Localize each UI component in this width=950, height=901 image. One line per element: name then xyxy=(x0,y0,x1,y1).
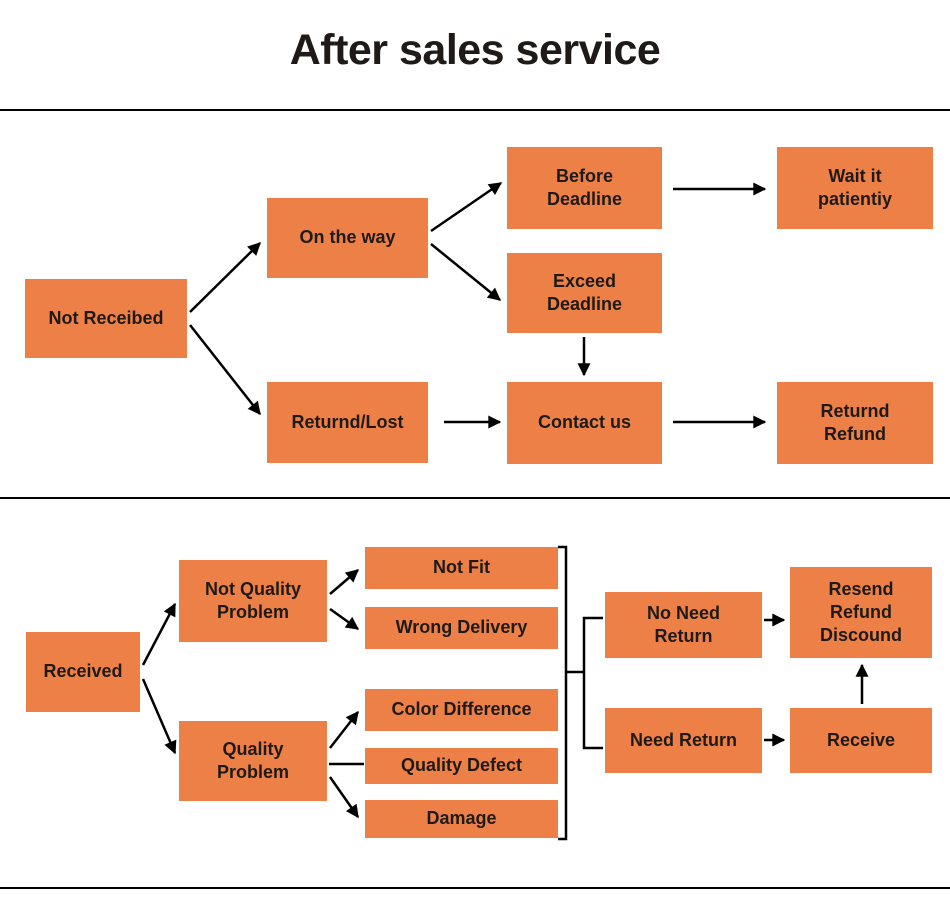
arrow-qp-to-color-difference xyxy=(329,710,359,749)
arrow-not-received-to-on-the-way xyxy=(189,242,261,313)
node-resend-refund-discount: Resend Refund Discound xyxy=(790,567,932,658)
node-wrong-delivery: Wrong Delivery xyxy=(365,607,558,649)
arrow-received-to-not-quality-problem xyxy=(141,602,177,666)
node-receive: Receive xyxy=(790,708,932,773)
node-return-refund: Returnd Refund xyxy=(777,382,933,464)
arrow-on-the-way-to-exceed-deadline xyxy=(430,243,502,301)
node-not-quality-problem: Not Quality Problem xyxy=(179,560,327,642)
arrow-nqp-to-not-fit xyxy=(329,569,359,595)
node-not-fit: Not Fit xyxy=(365,547,558,589)
node-before-deadline: Before Deadline xyxy=(507,147,662,229)
node-quality-defect: Quality Defect xyxy=(365,748,558,784)
node-contact-us: Contact us xyxy=(507,382,662,464)
page-title: After sales service xyxy=(289,26,661,74)
bracket-issue-group xyxy=(558,545,568,841)
node-damage: Damage xyxy=(365,800,558,838)
node-color-difference: Color Difference xyxy=(365,689,558,731)
node-wait-it-patiently: Wait it patientiy xyxy=(777,147,933,229)
node-need-return: Need Return xyxy=(605,708,762,773)
arrow-received-to-quality-problem xyxy=(141,678,177,755)
bracket-return-options xyxy=(582,616,603,750)
node-received: Received xyxy=(26,632,140,712)
arrow-not-received-to-returned-lost xyxy=(189,324,261,416)
arrow-on-the-way-to-before-deadline xyxy=(430,181,503,233)
node-on-the-way: On the way xyxy=(267,198,428,278)
node-returned-lost: Returnd/Lost xyxy=(267,382,428,463)
arrow-nqp-to-wrong-delivery xyxy=(329,607,360,631)
node-no-need-return: No Need Return xyxy=(605,592,762,658)
node-not-received: Not Receibed xyxy=(25,279,187,358)
arrow-qp-to-damage xyxy=(328,776,360,819)
node-quality-problem: Quality Problem xyxy=(179,721,327,801)
node-exceed-deadline: Exceed Deadline xyxy=(507,253,662,333)
